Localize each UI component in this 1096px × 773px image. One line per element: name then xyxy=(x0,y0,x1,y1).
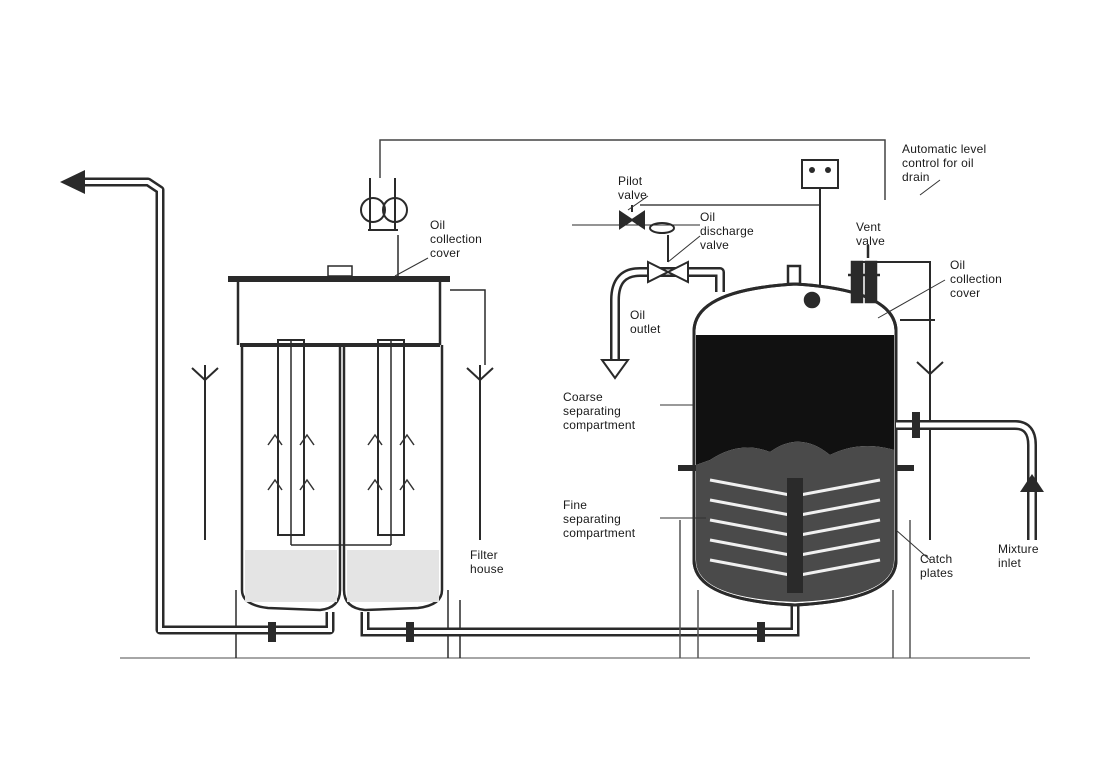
oil-layer xyxy=(696,335,894,465)
right-vessel-legs xyxy=(679,520,911,658)
label-oil-discharge-valve: Oil discharge valve xyxy=(700,210,754,252)
label-filter-house: Filter house xyxy=(470,548,504,576)
label-oil-collection-cover-right: Oil collection cover xyxy=(950,258,1003,300)
oil-outlet-arrow xyxy=(600,359,630,380)
label-automatic-level-control: Automatic level control for oil drain xyxy=(902,142,987,184)
left-top-cover xyxy=(228,276,450,282)
left-filter-unit xyxy=(191,265,494,658)
label-fine-separating-compartment: Fine separating compartment xyxy=(563,498,636,540)
catch-plates xyxy=(709,478,881,577)
label-catch-plates: Catch plates xyxy=(920,552,954,580)
label-pilot-valve: Pilot valve xyxy=(618,174,648,202)
leader-lines xyxy=(394,179,946,561)
central-tube xyxy=(787,478,803,593)
left-top-fitting xyxy=(360,178,408,276)
vessel-top-fittings xyxy=(786,245,880,309)
vent-pipe xyxy=(862,261,944,540)
label-mixture-inlet: Mixture inlet xyxy=(998,542,1039,570)
label-coarse-separating-compartment: Coarse separating compartment xyxy=(563,390,636,432)
automatic-level-control-box xyxy=(801,159,839,189)
outlet-arrow xyxy=(60,170,85,194)
pilot-valve xyxy=(572,205,700,230)
mixture-inlet-arrow xyxy=(1020,474,1044,492)
label-vent-valve: Vent valve xyxy=(856,220,886,248)
label-oil-collection-cover-left: Oil collection cover xyxy=(430,218,483,260)
left-tank-b xyxy=(342,345,444,612)
label-oil-outlet: Oil outlet xyxy=(630,308,661,336)
mixture-inlet-pipe xyxy=(896,420,1037,540)
left-tank-a xyxy=(240,345,342,612)
bottom-valves xyxy=(268,622,765,642)
